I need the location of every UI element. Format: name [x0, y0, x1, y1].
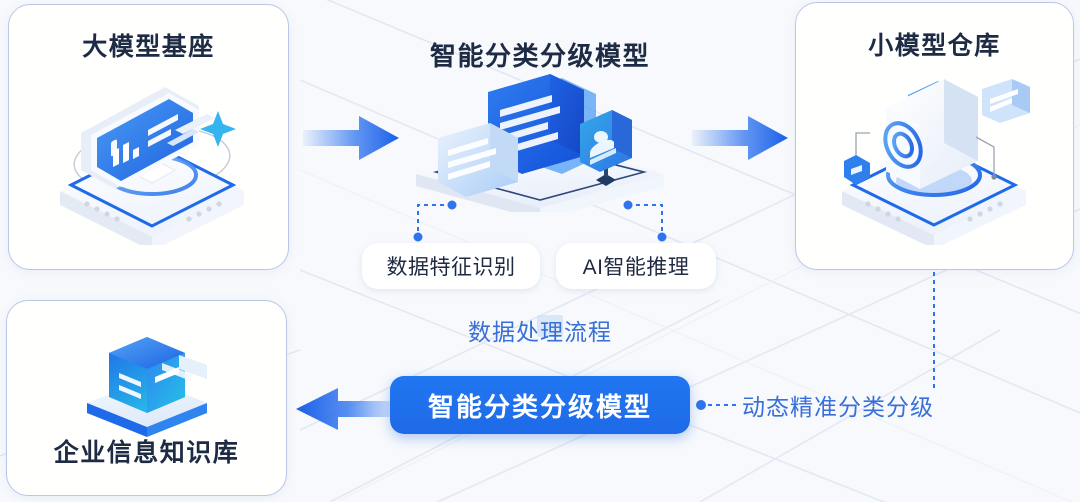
model-button-label: 智能分类分级模型: [427, 391, 652, 422]
isometric-database-cube-icon: [87, 337, 207, 437]
pill-data-feature-recognition[interactable]: 数据特征识别: [362, 243, 540, 289]
card-small-model-repository[interactable]: 小模型仓库: [795, 2, 1074, 270]
pill-ai-inference[interactable]: AI智能推理: [556, 243, 716, 289]
isometric-storage-hub-icon: [842, 79, 1030, 245]
arrow-model-to-knowledge: [296, 388, 400, 430]
arrow-base-to-center: [303, 116, 399, 160]
dynamic-classification-label: 动态精准分类分级: [742, 394, 934, 420]
card-title: 企业信息知识库: [53, 439, 240, 467]
card-title: 大模型基座: [82, 33, 215, 61]
flow-label-highlight: [537, 315, 563, 337]
arrow-center-to-repository: [692, 116, 788, 160]
model-button[interactable]: 智能分类分级模型: [390, 376, 690, 434]
isometric-monitor-server-icon: [60, 87, 244, 245]
center-title: 智能分类分级模型: [429, 41, 650, 71]
isometric-document-cards-platform-icon: [416, 74, 664, 212]
pill-label: 数据特征识别: [386, 256, 516, 279]
card-title: 小模型仓库: [868, 32, 1001, 60]
card-large-model-base[interactable]: 大模型基座: [8, 4, 289, 270]
pill-label: AI智能推理: [582, 256, 690, 279]
card-enterprise-knowledge-base[interactable]: 企业信息知识库: [6, 300, 287, 496]
flow-process-label: 数据处理流程: [468, 319, 612, 345]
